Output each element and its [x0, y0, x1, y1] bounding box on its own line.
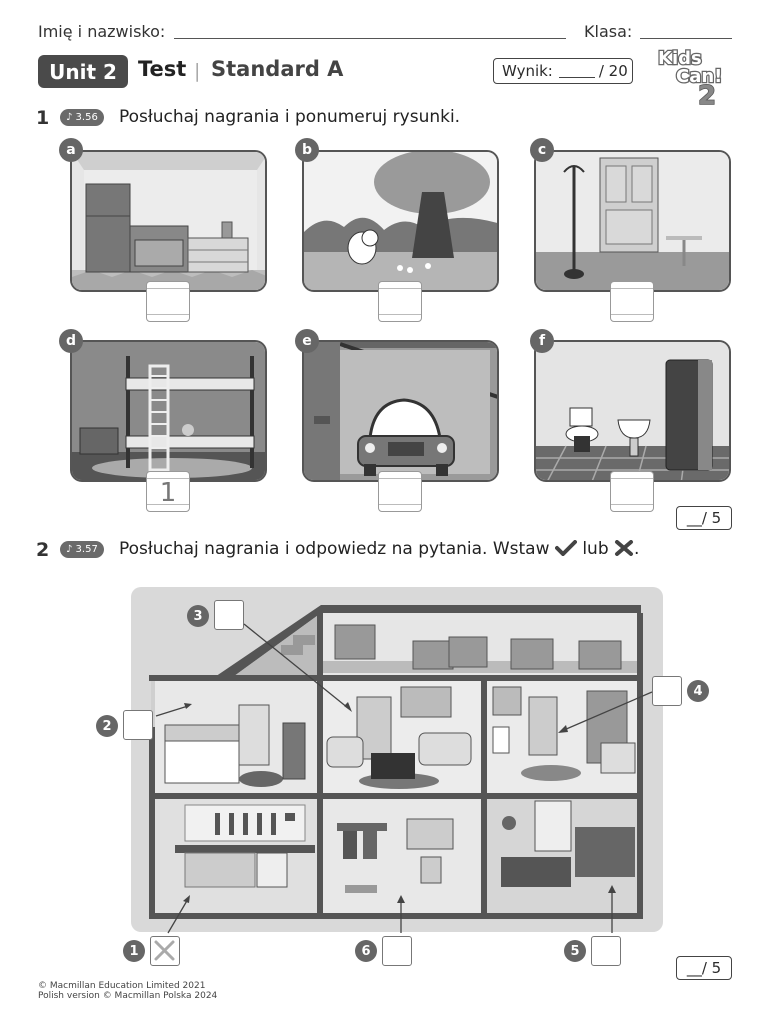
answer-3-box[interactable]: [214, 600, 244, 630]
marker-5: 5: [564, 940, 586, 962]
score-blank[interactable]: [558, 64, 595, 78]
kids-can-logo: Kids Can! 2: [657, 47, 724, 106]
card-d-answer: 1: [159, 478, 177, 508]
arrow-2: [155, 703, 192, 717]
name-field[interactable]: [174, 38, 566, 39]
copyright-line2: Polish version © Macmillan Polska 2024: [38, 991, 218, 1001]
answer-2-box[interactable]: [123, 710, 153, 740]
card-e-letter: e: [295, 329, 319, 353]
marker-1: 1: [123, 940, 145, 962]
copyright: © Macmillan Education Limited 2021 Polis…: [38, 981, 217, 1001]
card-b-answer-box[interactable]: [378, 281, 422, 322]
card-b-letter: b: [295, 138, 319, 162]
exercise1-instruction: Posłuchaj nagrania i ponumeruj rysunki.: [119, 107, 461, 127]
copyright-line1: © Macmillan Education Limited 2021: [38, 981, 206, 991]
instruction-mid: lub: [582, 539, 609, 559]
answer-6-box[interactable]: [382, 936, 412, 966]
card-e-answer-box[interactable]: [378, 471, 422, 512]
unit-badge: Unit 2: [38, 55, 128, 88]
name-label: Imię i nazwisko:: [38, 22, 166, 41]
title-separator: |: [194, 60, 201, 82]
card-a-letter: a: [59, 138, 83, 162]
card-c-answer-box[interactable]: [610, 281, 654, 322]
house-cross-section: [131, 587, 663, 932]
marker-2: 2: [96, 715, 118, 737]
answer-1-box[interactable]: [150, 936, 180, 966]
picture-bedroom: [70, 340, 267, 482]
arrow-5: [608, 885, 616, 933]
class-label: Klasa:: [584, 22, 633, 41]
score-label: Wynik:: [502, 62, 553, 80]
picture-bathroom: [534, 340, 731, 482]
class-field[interactable]: [640, 38, 732, 39]
arrow-4: [558, 691, 653, 733]
picture-garage: [302, 340, 499, 482]
arrow-1: [167, 895, 190, 934]
answer-5-box[interactable]: [591, 936, 621, 966]
arrow-3: [243, 623, 352, 712]
marker-3: 3: [187, 605, 209, 627]
card-d-letter: d: [59, 329, 83, 353]
level-title: Standard A: [211, 57, 344, 81]
picture-garden: [302, 150, 499, 292]
logo-line1: Kids: [658, 48, 702, 69]
logo-line2: Can!: [676, 66, 722, 87]
check-icon: [554, 540, 577, 557]
answer-4-box[interactable]: [652, 676, 682, 706]
picture-hall: [534, 150, 731, 292]
score-total: / 20: [598, 62, 628, 80]
card-a-answer-box[interactable]: [146, 281, 190, 322]
card-f-answer-box[interactable]: [610, 471, 654, 512]
exercise1-score[interactable]: __/ 5: [676, 506, 732, 530]
test-title: Test: [138, 57, 187, 81]
marker-4: 4: [687, 680, 709, 702]
card-c-letter: c: [530, 138, 554, 162]
exercise1-track: ♪ 3.56: [60, 109, 104, 126]
card-f-letter: f: [530, 329, 554, 353]
cross-icon: [615, 540, 634, 556]
logo-number: 2: [698, 81, 716, 106]
instruction-start: Posłuchaj nagrania i odpowiedz na pytani…: [119, 539, 550, 559]
exercise2-track: ♪ 3.57: [60, 541, 104, 558]
card-d-answer-box[interactable]: 1: [146, 471, 190, 512]
exercise1-number: 1: [36, 107, 50, 129]
picture-kitchen: [70, 150, 267, 292]
exercise2-number: 2: [36, 539, 50, 561]
cross-mark-icon: [154, 940, 175, 961]
arrow-6: [397, 895, 405, 933]
marker-6: 6: [355, 940, 377, 962]
exercise2-score[interactable]: __/ 5: [676, 956, 732, 980]
total-score-box: Wynik: / 20: [493, 58, 633, 84]
exercise2-instruction: Posłuchaj nagrania i odpowiedz na pytani…: [119, 539, 639, 559]
instruction-end: .: [634, 539, 640, 559]
